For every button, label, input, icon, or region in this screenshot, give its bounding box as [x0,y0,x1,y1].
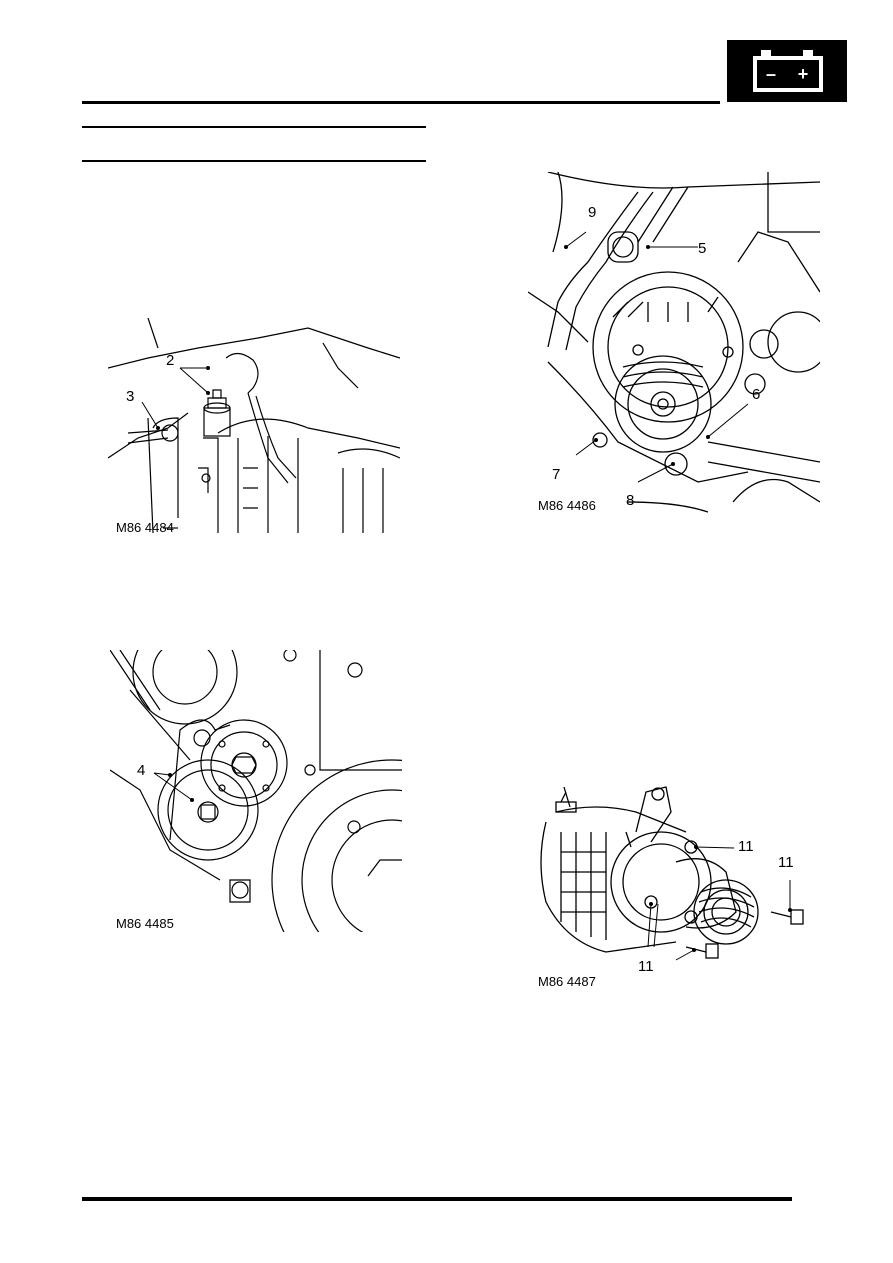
callout-11-c: 11 [638,958,654,975]
section-rule-bottom [82,160,426,162]
figure-1-illustration [108,318,400,534]
figure-4-caption: M86 4487 [538,974,596,989]
figure-2-illustration [110,650,402,932]
figure-4-illustration [540,786,804,961]
section-rule-top [82,126,426,128]
callout-5: 5 [698,240,707,257]
callout-2: 2 [166,352,175,369]
callout-3: 3 [126,388,135,405]
callout-11-a: 11 [738,838,754,855]
battery-plus-sign: + [798,64,809,84]
callout-9: 9 [588,204,597,221]
header-rule [82,101,720,104]
figure-2-caption: M86 4485 [116,916,174,931]
callout-6: 6 [752,386,761,403]
figure-2: 4 M86 4485 [110,650,402,932]
footer-rule [82,1197,792,1201]
callout-11-b: 11 [778,854,794,871]
battery-icon: – + [753,50,823,92]
figure-4: 11 11 11 M86 4487 [536,772,816,992]
figure-3-caption: M86 4486 [538,498,596,513]
callout-7: 7 [552,466,561,483]
figure-1: 2 3 M86 4484 [108,318,400,534]
figure-3-illustration [528,172,820,513]
callout-8: 8 [626,492,635,509]
figure-3: 9 5 6 7 8 M86 4486 [528,172,820,516]
section-tab: – + [727,40,847,102]
figure-1-caption: M86 4484 [116,520,174,534]
battery-minus-sign: – [766,64,776,84]
callout-4: 4 [137,762,146,779]
